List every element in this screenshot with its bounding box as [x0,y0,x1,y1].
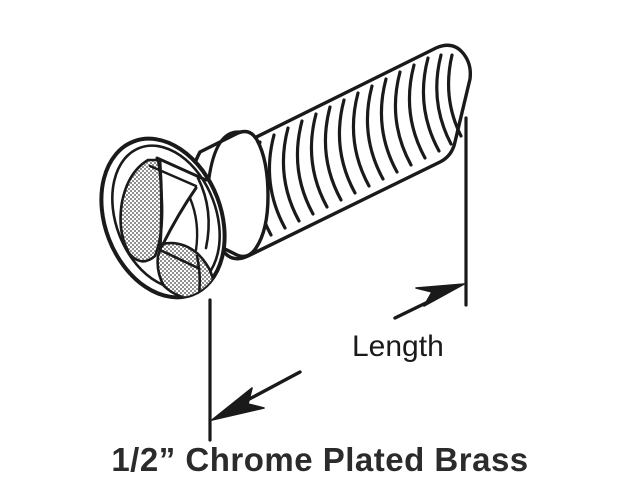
slot-bottom-edge [158,248,200,270]
slot-wall-diagonal [160,186,198,248]
head-highlight-inner [188,196,199,252]
length-dimension [208,116,468,442]
right-dimension-arrow [393,283,465,320]
right-arrow-head [415,283,465,307]
head-highlight-outer [196,176,210,250]
slot-top-edge [155,156,208,182]
thread-arcs [225,53,463,251]
screw-illustration [99,43,473,302]
left-dimension-arrow [211,370,302,421]
product-caption: 1/2” Chrome Plated Brass [111,441,529,478]
left-arrow-head [211,387,265,421]
slot-wall-left [158,160,163,252]
slot-top-edge-inner [148,164,198,188]
length-dimension-label: Length [352,330,444,363]
head-slot-group [119,156,216,302]
